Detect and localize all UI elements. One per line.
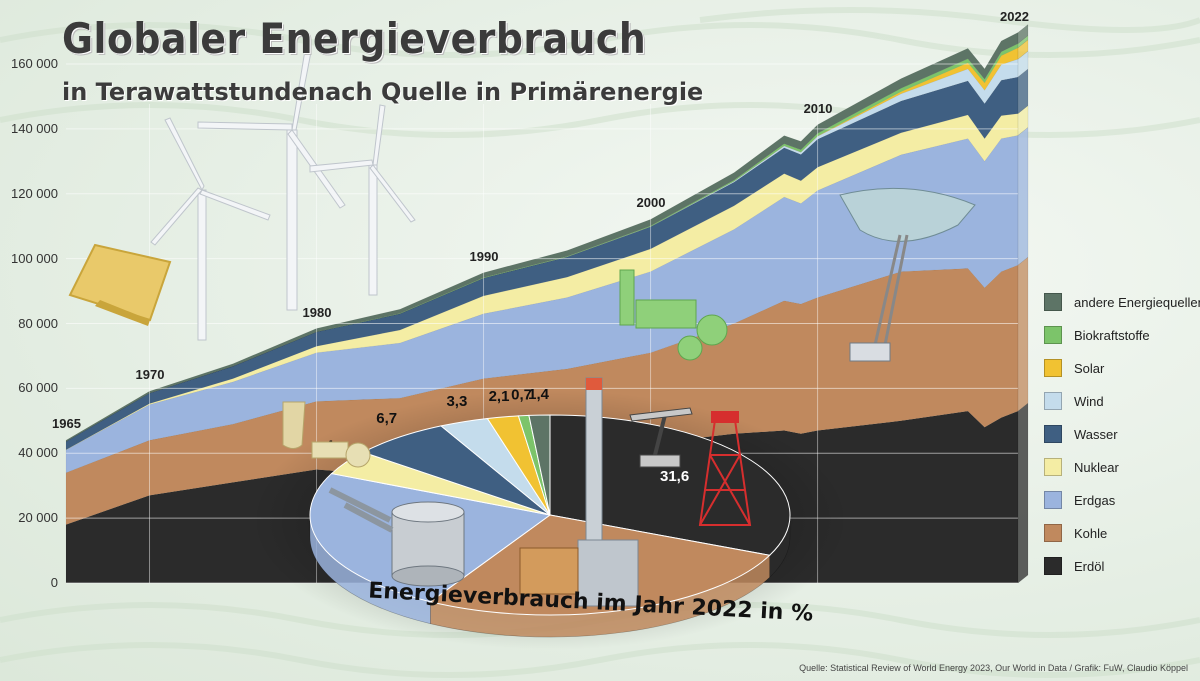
pie-data-label: 3,3 xyxy=(446,393,467,410)
legend-swatch xyxy=(1044,359,1062,377)
chart-subtitle-unit: in Terawattstunden xyxy=(62,78,325,106)
oil-derrick-illustration xyxy=(698,411,752,526)
pumpjack-illustration xyxy=(629,407,693,468)
chart-subtitle-source: nach Quelle in Primärenergie xyxy=(308,78,704,106)
year-label: 1965 xyxy=(52,416,81,432)
power-plant-illustration xyxy=(282,401,371,468)
chimney-illustration xyxy=(519,377,639,607)
pie-slice-andere-energiequellen xyxy=(528,414,551,516)
year-label: 2000 xyxy=(636,195,666,211)
legend-label: Solar xyxy=(1074,360,1105,376)
y-tick-label: 40 000 xyxy=(18,445,58,461)
y-tick-label: 120 000 xyxy=(11,185,58,201)
y-tick-label: 0 xyxy=(50,575,58,590)
y-tick-label: 20 000 xyxy=(18,510,58,526)
legend-label: Erdöl xyxy=(1074,558,1105,574)
legend-item: Wasser xyxy=(1044,424,1118,444)
year-label: 1970 xyxy=(135,367,165,383)
legend-swatch xyxy=(1044,293,1062,311)
legend-item: Solar xyxy=(1044,358,1104,378)
solar-panel-illustration xyxy=(68,243,172,326)
legend-item: Erdgas xyxy=(1044,490,1115,510)
source-note: Quelle: Statistical Review of World Ener… xyxy=(799,663,1188,673)
legend-item: Wind xyxy=(1044,391,1104,411)
legend-item: Biokraftstoffe xyxy=(1044,325,1150,345)
side-wall-kohle xyxy=(1017,256,1029,412)
legend-label: Nuklear xyxy=(1074,459,1119,475)
side-wall-andere-energiequellen xyxy=(1017,24,1029,45)
y-tick-label: 60 000 xyxy=(18,380,58,396)
pie-data-label: 2,1 xyxy=(489,388,510,405)
legend-swatch xyxy=(1044,458,1062,476)
pie-data-label: 0,7 xyxy=(511,387,532,404)
pie-data-label: 1,4 xyxy=(528,386,550,403)
legend-swatch xyxy=(1044,491,1062,509)
y-tick-label: 100 000 xyxy=(11,250,58,266)
legend-label: Wasser xyxy=(1074,426,1118,442)
pie-data-label: 6,7 xyxy=(376,410,397,427)
year-label: 1990 xyxy=(469,248,499,264)
legend-swatch xyxy=(1044,326,1062,344)
legend-swatch xyxy=(1044,392,1062,410)
legend-item: andere Energiequellen xyxy=(1044,292,1200,312)
legend-label: Erdgas xyxy=(1074,492,1116,508)
legend-swatch xyxy=(1044,524,1062,542)
legend-item: Nuklear xyxy=(1044,457,1119,477)
pie-slice-erdöl xyxy=(549,414,791,556)
side-wall-erdöl xyxy=(1017,402,1029,584)
legend-label: Wind xyxy=(1074,393,1104,409)
offshore-platform-illustration xyxy=(839,187,976,362)
pie-data-label: 31,6 xyxy=(660,468,689,485)
chart-title: Globaler Energieverbrauch xyxy=(62,14,647,63)
biogas-plant-illustration xyxy=(619,269,728,361)
legend-item: Kohle xyxy=(1044,523,1107,543)
side-wall-erdgas xyxy=(1017,126,1029,266)
legend-label: Kohle xyxy=(1074,525,1108,541)
year-label: 1980 xyxy=(302,304,332,320)
legend-label: Biokraftstoffe xyxy=(1074,327,1150,343)
y-tick-label: 160 000 xyxy=(11,56,58,71)
y-tick-label: 140 000 xyxy=(11,120,58,136)
wind-turbines-illustration xyxy=(150,49,416,341)
legend-label: andere Energiequellen xyxy=(1074,294,1200,310)
y-tick-label: 80 000 xyxy=(18,315,58,331)
gas-tank-illustration xyxy=(328,487,465,587)
legend-item: Erdöl xyxy=(1044,556,1104,576)
year-label: 2022 xyxy=(1000,8,1029,24)
chart-side-wall xyxy=(1017,24,1029,584)
legend-swatch xyxy=(1044,557,1062,575)
legend-swatch xyxy=(1044,425,1062,443)
year-label: 2010 xyxy=(803,100,833,116)
